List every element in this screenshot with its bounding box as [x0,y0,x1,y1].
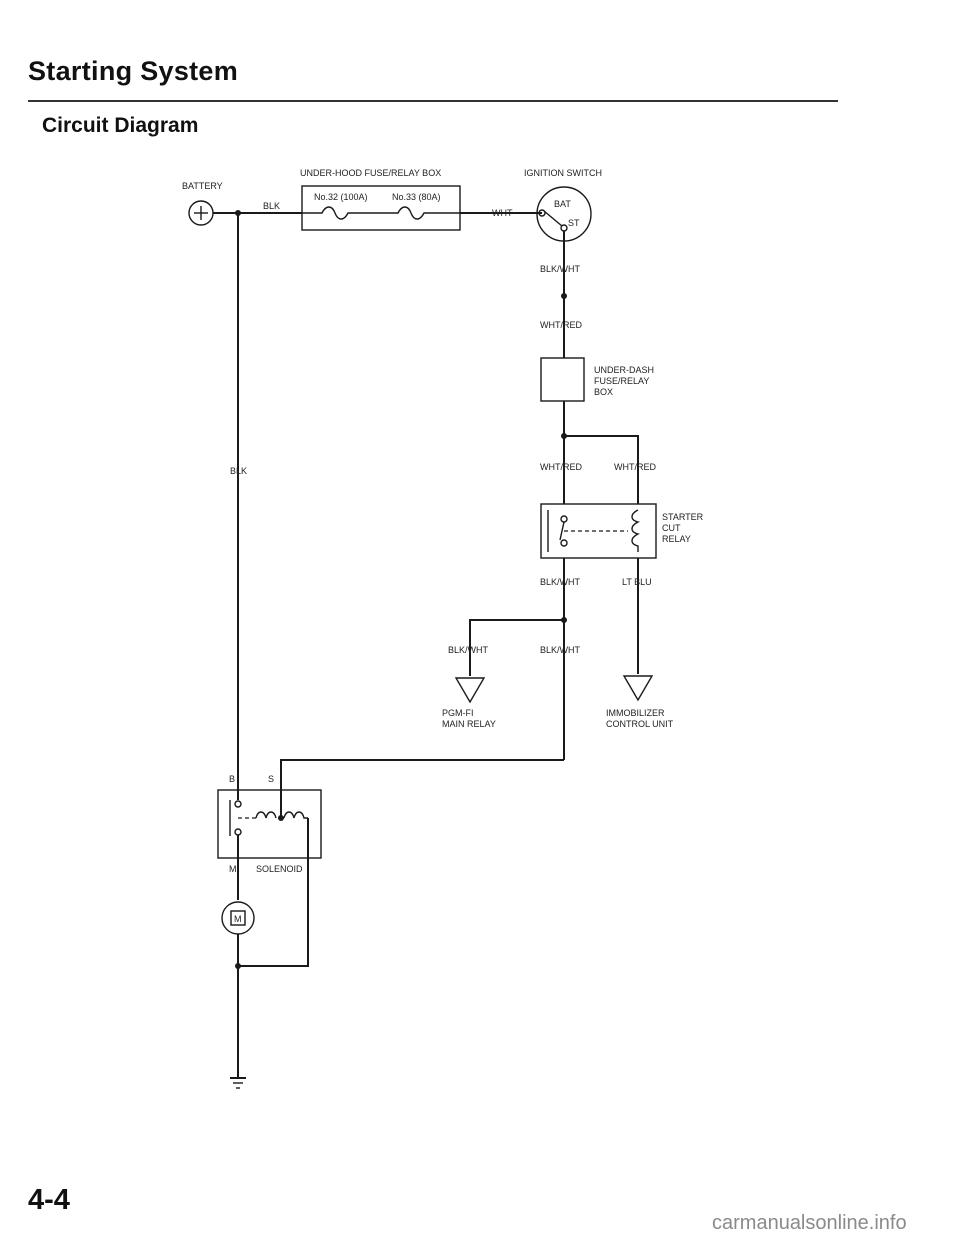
dash-box-label-2: FUSE/RELAY [594,376,649,386]
fuse-33 [380,206,460,220]
wire-label-wht: WHT [492,208,513,218]
pgm-label-2: MAIN RELAY [442,719,496,729]
motor-brush [230,910,246,926]
fuse-box-label: UNDER-HOOD FUSE/RELAY BOX [300,168,441,178]
immo-label-1: IMMOBILIZER [606,708,665,718]
immo-label-2: CONTROL UNIT [606,719,674,729]
solenoid-contact-lower [234,828,242,836]
connector-1 [561,293,567,299]
wire-relay-solenoid [280,759,564,818]
solenoid-contact-upper [234,800,242,808]
wire-pgm-fi [469,619,564,676]
solenoid-label: SOLENOID [256,864,303,874]
ignition-bat-label: BAT [554,199,571,209]
terminal-b-label: B [229,774,235,784]
battery-symbol [188,200,214,226]
fuse-32-label: No.32 (100A) [314,192,368,202]
fuse-box [301,185,461,231]
solenoid-box [217,789,322,859]
starter-cut-relay [540,503,657,559]
terminal-m-label: M [229,864,237,874]
relay-contact-lower [560,539,568,547]
relay-coil [631,509,641,552]
junction-motor-return [235,963,241,969]
solenoid-coil-2 [283,811,308,819]
wire-label-wht-red-3: WHT/RED [614,462,656,472]
wire-label-blk-left: BLK [230,466,247,476]
relay-label-1: STARTER [662,512,704,522]
battery-label: BATTERY [182,181,223,191]
ignition-contact-bat [538,209,546,217]
wire-coil-return [238,818,309,967]
wire-relay-coil-feed [564,435,639,504]
wire-label-wht-red-2: WHT/RED [540,462,582,472]
dash-box-label-3: BOX [594,387,613,397]
wire-label-lt-blu: LT BLU [622,577,652,587]
fuse-32 [302,206,380,220]
watermark: carmanualsonline.info [712,1212,907,1234]
wire-label-blk-wht-2: BLK/WHT [540,577,581,587]
wire-label-blk-wht-4: BLK/WHT [540,645,581,655]
ignition-switch-label: IGNITION SWITCH [524,168,602,178]
junction-solenoid-s [278,815,284,821]
under-dash-box [540,357,585,402]
relay-label-2: CUT [662,523,681,533]
ignition-st-label: ST [568,218,580,228]
motor-label: M [234,914,242,924]
wire-label-wht-red-1: WHT/RED [540,320,582,330]
fuse-33-label: No.33 (80A) [392,192,441,202]
title-rule [28,100,838,102]
immobilizer-arrow [622,675,654,702]
section-title: Circuit Diagram [42,114,199,137]
dash-box-label-1: UNDER-DASH [594,365,654,375]
ground-symbol [230,1077,246,1089]
relay-contact-upper [560,515,568,523]
page-title: Starting System [28,56,239,86]
solenoid-coil-1 [255,811,277,819]
wire-label-blk-wht-3: BLK/WHT [448,645,489,655]
page-number: 4-4 [28,1184,70,1216]
pgm-label-1: PGM-FI [442,708,474,718]
relay-contact-arm [559,521,565,541]
relay-label-3: RELAY [662,534,691,544]
wire-label-blk-top: BLK [263,201,280,211]
pgm-fi-arrow [454,677,486,704]
terminal-s-label: S [268,774,274,784]
wire-label-blk-wht-1: BLK/WHT [540,264,581,274]
ignition-contact-arm [543,210,563,227]
